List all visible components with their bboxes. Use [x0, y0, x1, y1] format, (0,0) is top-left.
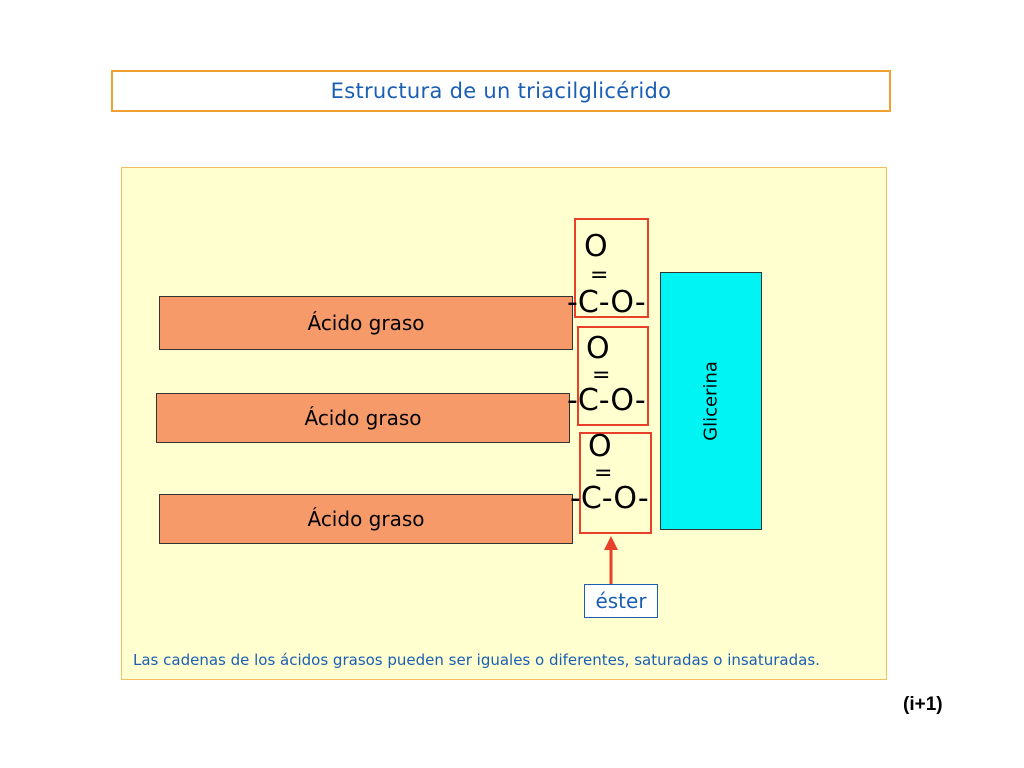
ester-label: éster [595, 589, 647, 613]
ester-3-double-bond: = [594, 461, 613, 486]
ester-2-double-bond: = [592, 363, 611, 388]
title-box: Estructura de un triacilglicérido [111, 70, 891, 112]
fatty-acid-2: Ácido graso [156, 393, 570, 443]
ester-3-oxygen: O [588, 429, 612, 464]
ester-label-box: éster [584, 584, 658, 618]
fatty-acid-3-label: Ácido graso [307, 507, 425, 531]
footnote: Las cadenas de los ácidos grasos pueden … [133, 651, 820, 669]
ester-3-chain: -C-O- [570, 481, 649, 516]
ester-1-chain: -C-O- [567, 285, 646, 320]
page-number: (i+1) [903, 694, 943, 715]
fatty-acid-2-label: Ácido graso [304, 406, 422, 430]
ester-highlight-3 [579, 432, 652, 534]
ester-2-oxygen: O [586, 331, 610, 366]
glicerina-block: Glicerina [660, 272, 762, 530]
diagram-title: Estructura de un triacilglicérido [330, 79, 672, 103]
ester-1-oxygen: O [584, 229, 608, 264]
fatty-acid-1-label: Ácido graso [307, 311, 425, 335]
ester-2-chain: -C-O- [567, 383, 646, 418]
ester-highlight-1 [574, 218, 649, 318]
fatty-acid-1: Ácido graso [159, 296, 573, 350]
ester-highlight-2 [577, 326, 649, 426]
fatty-acid-3: Ácido graso [159, 494, 573, 544]
ester-1-double-bond: = [590, 263, 609, 288]
